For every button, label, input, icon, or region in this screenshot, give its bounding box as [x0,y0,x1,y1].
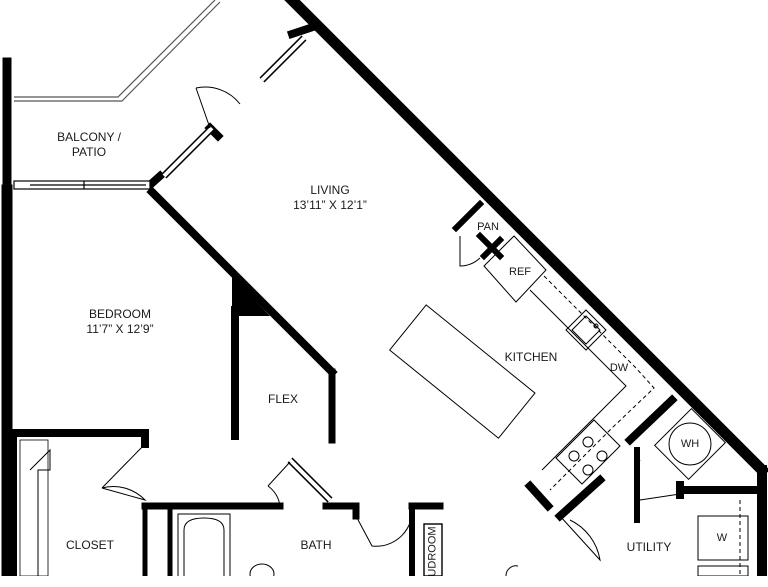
room-label-utility: UTILITY [626,540,672,554]
balcony-outline [14,0,221,102]
door-pantry [459,236,481,267]
balcony-name-line2: PATIO [71,145,107,159]
interior-walls [10,20,766,576]
living-dims: 13’11” X 12’1” [293,198,367,212]
room-label-bedroom: BEDROOM 11’7” X 12’9” [70,307,170,337]
door-closet [29,448,51,576]
water-heater [668,422,712,466]
window-bath [287,457,333,503]
bath-fixtures [19,439,519,576]
door-swings [29,86,681,576]
burner [582,464,594,476]
wall-corner-fill [232,276,270,316]
bedroom-living-diagonal-wall [146,186,338,378]
room-label-bath: BATH [300,538,332,552]
kitchen-island [388,304,536,439]
windows [13,35,333,503]
door-bath [355,505,413,547]
door-bedroom [101,443,147,501]
wall-diagonal-exterior [284,0,768,478]
door-flex [267,461,291,507]
door-utility [559,515,601,562]
room-label-flex: FLEX [267,392,298,406]
room-label-balcony: BALCONY / PATIO [52,130,126,160]
label-washer: W [716,532,728,544]
living-name: LIVING [310,183,350,197]
toilet [249,563,275,576]
utility-fixtures [653,407,749,576]
burner [582,436,594,448]
water-heater-pad [653,407,727,481]
room-label-mudroom: UDROOM [426,526,439,577]
sink [565,309,607,351]
burner [596,450,608,462]
bedroom-dims: 11’7” X 12’9” [86,322,154,336]
balcony-name-line1: BALCONY / [57,130,121,144]
window-balcony-door [161,125,215,179]
kitchen-fixtures [388,235,655,491]
room-label-closet: CLOSET [65,538,114,552]
room-label-kitchen: KITCHEN [504,350,558,364]
refrigerator [483,235,547,303]
mudroom-shelf [423,523,443,576]
room-label-pantry: PAN [477,221,499,233]
exterior-walls [1,0,768,576]
door-balcony [195,86,241,129]
door-utility-closet [634,459,681,501]
label-dishwasher: DW [609,362,629,374]
window-upper [259,35,307,83]
room-label-living: LIVING 13’11” X 12’1” [270,183,390,213]
bathtub [177,513,231,576]
label-refrigerator: REF [509,266,531,278]
range [555,419,621,485]
label-water-heater: WH [680,438,700,450]
burner [568,450,580,462]
dryer-box [697,565,749,576]
washer-box [697,515,749,561]
closet-shelf [19,439,49,576]
counter [529,275,655,491]
bedroom-name: BEDROOM [88,307,151,321]
